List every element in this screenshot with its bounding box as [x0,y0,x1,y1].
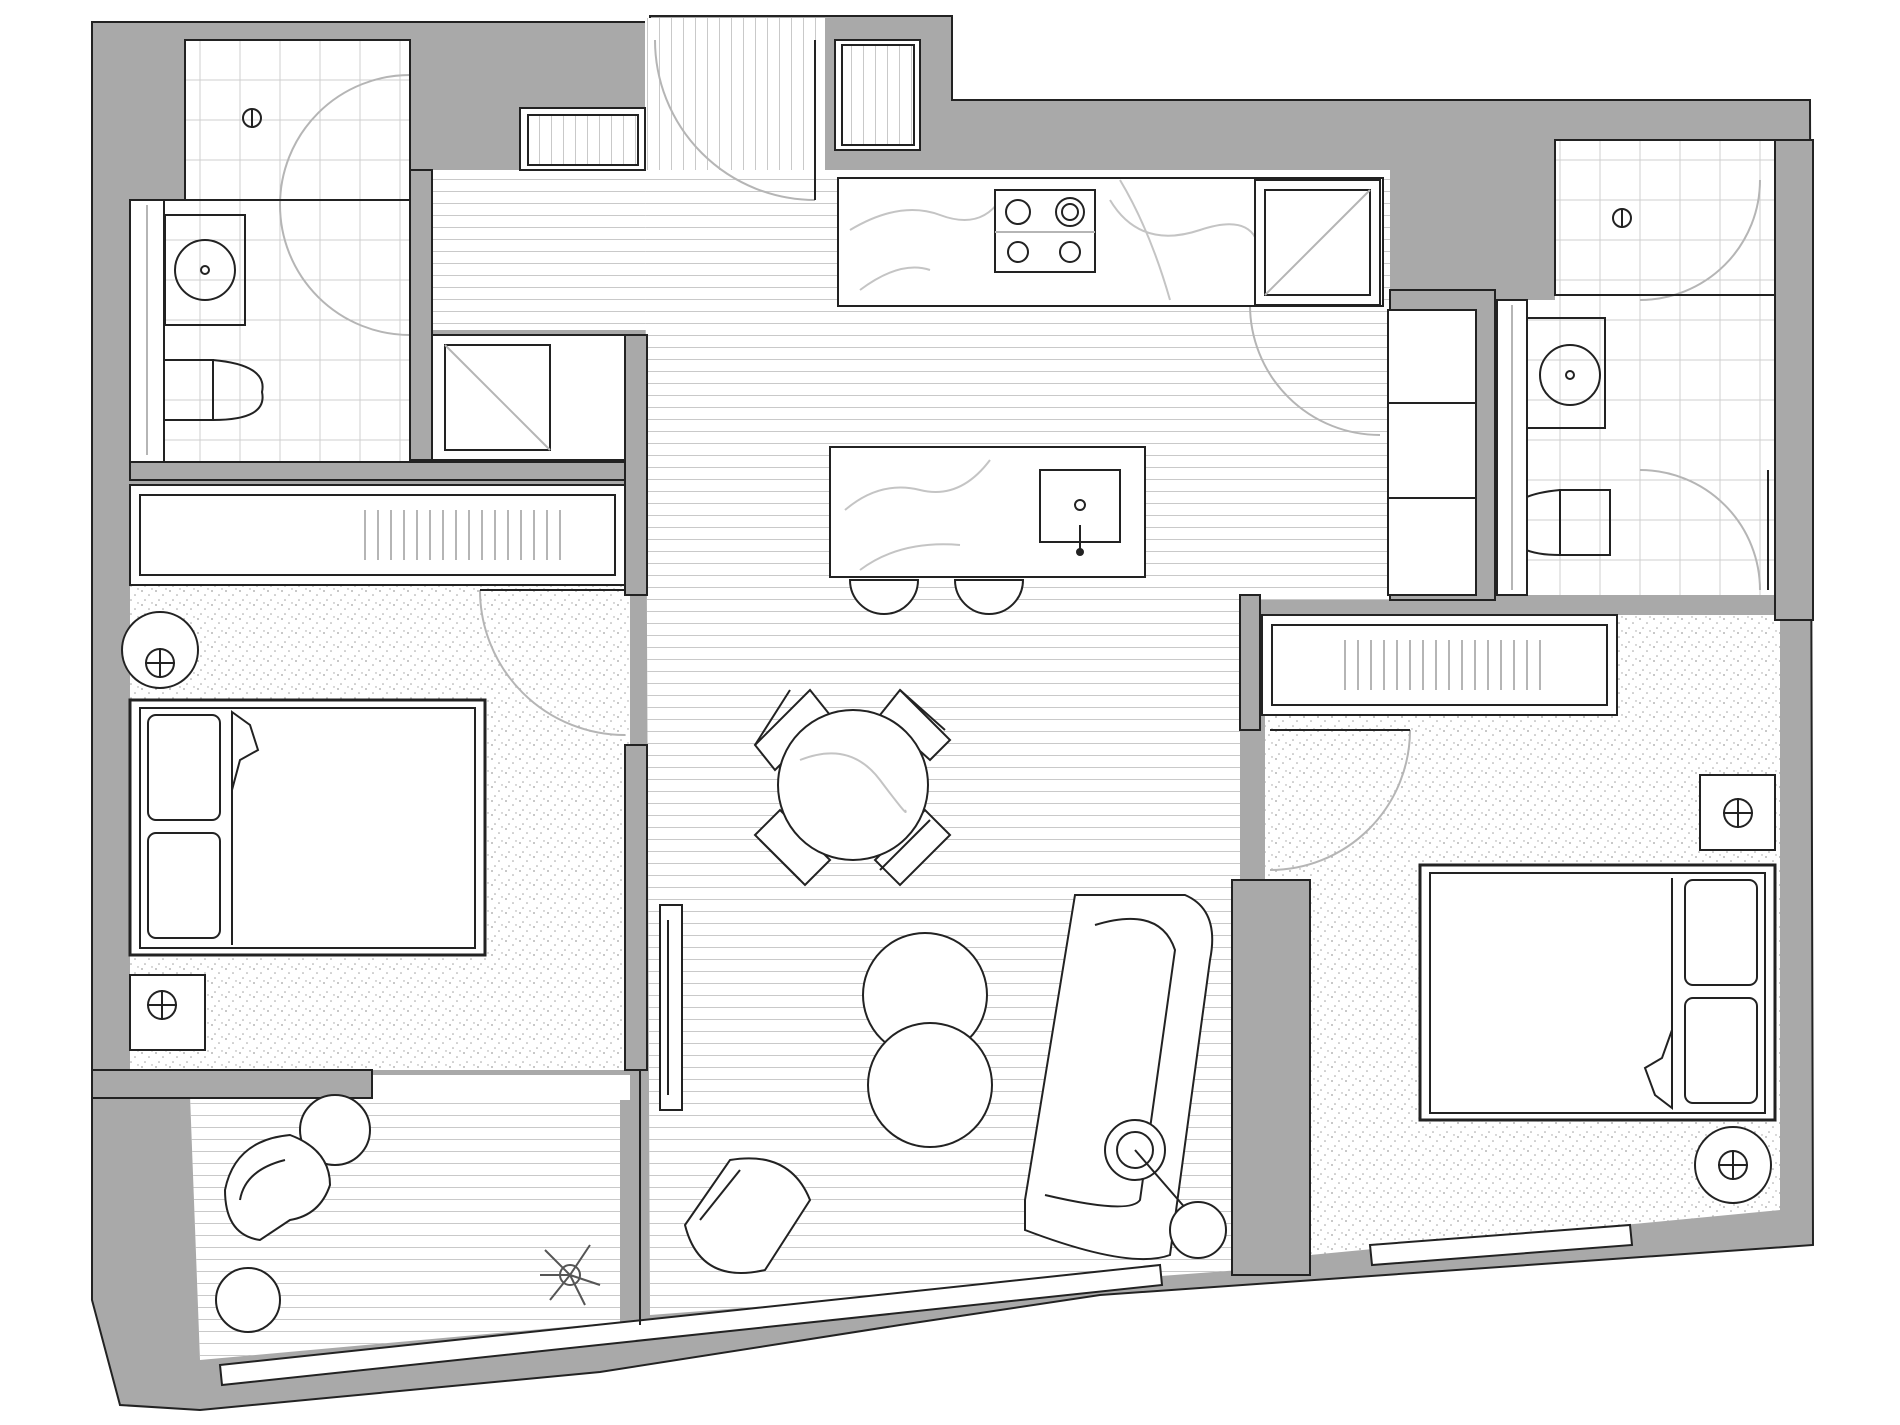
bed-2 [1418,863,1777,1122]
dining-chair-icon [753,808,832,887]
bedside-1 [121,611,206,1051]
wall-outline [129,199,1311,1325]
basin-icon [174,239,236,301]
bed-1 [128,698,487,957]
pillow-icon [1684,997,1758,1104]
ottoman-icon [867,1022,993,1148]
kitchen-island [829,446,1146,578]
stool-icon [953,579,1025,615]
stool-icon [848,579,920,615]
bathroom-2 [1496,139,1776,596]
balcony-furniture [215,1094,601,1333]
basin-icon [1539,344,1601,406]
laundry-cupboard [431,334,626,461]
bathroom-2-door [1639,179,1761,591]
bathroom-1-door [279,74,411,336]
kitchen-fridge-door [1249,304,1381,436]
armchair-icon [683,1157,812,1274]
sink-icon [1039,469,1121,556]
bar-stools [848,579,1025,615]
entry-shelf-2 [834,39,921,151]
toilet-icon [1559,489,1611,556]
armchair-icon [223,1133,332,1242]
dining-chair-icon [878,688,952,762]
pillow-icon [1684,879,1758,986]
bedroom-1-door [479,589,626,736]
wardrobe-1 [129,484,626,586]
pillow-icon [147,832,221,939]
pantry [1387,309,1477,596]
entry-door [654,39,816,201]
cooktop-icon [994,189,1096,273]
plant-icon [540,1244,601,1306]
bedside-2 [1694,774,1776,1204]
dining-table-icon [777,709,929,861]
dining-set [753,688,952,887]
side-table-icon [299,1094,371,1166]
pillow-icon [147,714,221,821]
entry-shelf-1 [519,107,646,171]
kitchen-bench [837,177,1384,307]
windows [218,1223,1634,1387]
side-table-icon [215,1267,281,1333]
bedroom-2-door [1269,729,1411,871]
wardrobe-2 [1261,614,1618,716]
armchair-living [683,1157,812,1274]
ottomans [862,932,993,1148]
tv-unit [659,904,683,1111]
floor-lamp [1104,1119,1227,1259]
